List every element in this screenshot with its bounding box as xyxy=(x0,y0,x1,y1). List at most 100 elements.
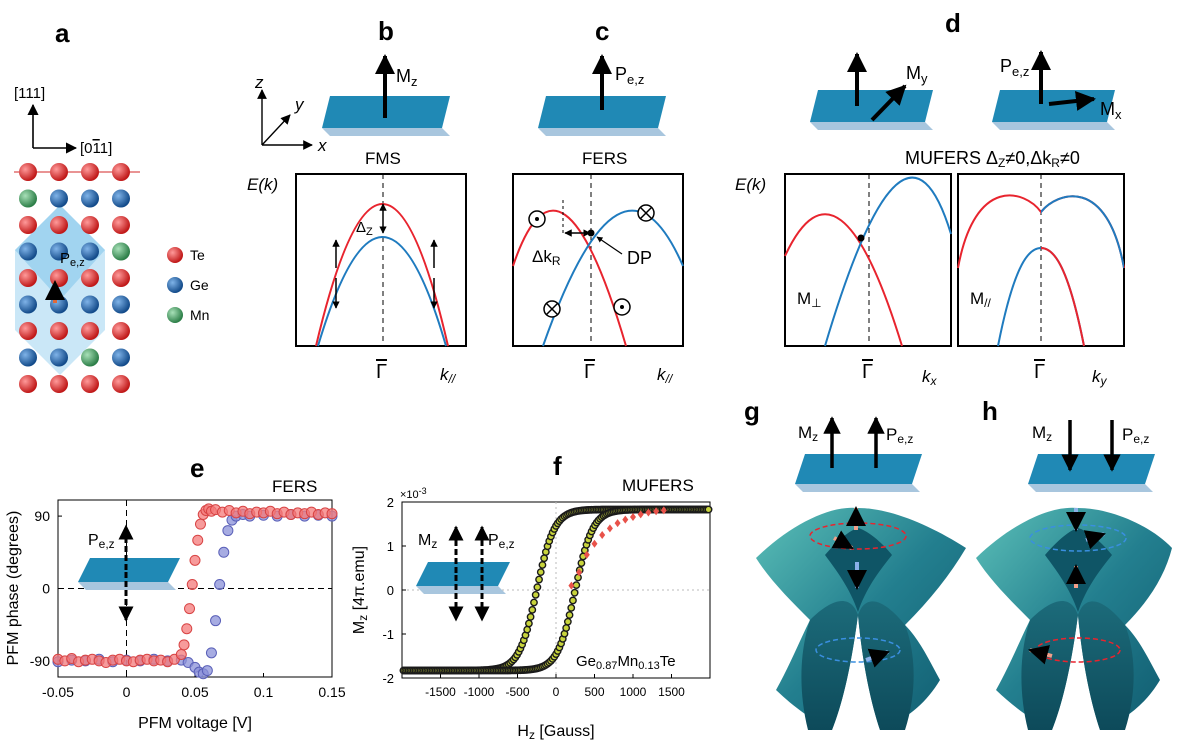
phase-point xyxy=(194,518,206,530)
plate-d-right xyxy=(992,90,1115,130)
mz-label-g: Mz xyxy=(798,423,818,444)
spin-out-of-page-right xyxy=(613,298,631,316)
atom-te xyxy=(112,269,130,287)
exponent-f: ×10-3 xyxy=(400,486,427,501)
x-tick-label: 0.05 xyxy=(181,684,208,700)
hysteresis-point xyxy=(526,613,535,621)
atom-ge xyxy=(19,242,37,261)
gamma-label-b: Γ xyxy=(376,361,387,383)
atom-te xyxy=(50,322,68,340)
band-plot-frame-b xyxy=(295,173,467,347)
spin-arrow-h-lower xyxy=(1028,645,1053,665)
phase-point xyxy=(181,623,193,635)
phase-point xyxy=(178,639,190,651)
atom-te xyxy=(19,375,37,393)
atom-ge xyxy=(50,189,68,208)
atom-ge xyxy=(112,348,130,367)
coordinate-axes: z y x xyxy=(254,73,327,155)
atom-te xyxy=(81,375,99,393)
atom-ge xyxy=(81,295,99,314)
dp-pointer xyxy=(596,236,623,255)
pez-label-g: Pe,z xyxy=(886,425,913,446)
x-tick-label: 0 xyxy=(123,684,131,700)
atom-mn xyxy=(19,189,37,208)
band-red-d-left xyxy=(784,213,903,347)
m-label-f: Mz xyxy=(418,532,437,551)
hysteresis-point xyxy=(565,611,574,619)
legend-te-ball xyxy=(167,247,183,263)
atom-te xyxy=(19,163,37,181)
spin-arrow-h-right xyxy=(1083,530,1106,550)
virgin-point xyxy=(591,539,598,548)
plate-g xyxy=(795,454,922,492)
hysteresis-point xyxy=(570,588,579,597)
hysteresis-point xyxy=(524,619,533,628)
title-f: MUFERS xyxy=(622,476,694,495)
spin-out-of-page-left xyxy=(528,210,546,228)
atom-ge xyxy=(112,295,130,314)
vector-label-c: Pe,z xyxy=(615,64,644,87)
legend-mn-label: Mn xyxy=(190,307,209,323)
panel-letter-c: c xyxy=(595,16,609,46)
band-plot-frame-c xyxy=(512,173,684,347)
atom-te xyxy=(112,216,130,234)
atom-te xyxy=(81,216,99,234)
panel-letter-f: f xyxy=(553,451,562,481)
hysteresis-point xyxy=(567,604,576,612)
spin-texture-lower-g xyxy=(815,637,901,663)
legend-ge-label: Ge xyxy=(190,277,209,293)
atom-te xyxy=(19,322,37,340)
spin-into-page-left xyxy=(543,300,561,318)
title-b: FMS xyxy=(365,149,401,168)
hysteresis-point xyxy=(562,624,571,632)
x-tick-label: 0 xyxy=(553,685,560,699)
klabel-c: k// xyxy=(657,365,674,386)
x-tick-label: 0.1 xyxy=(254,684,274,700)
z-axis-label: z xyxy=(254,73,264,92)
spin-into-page-right xyxy=(637,204,655,222)
virgin-point xyxy=(630,512,636,521)
virgin-point xyxy=(622,515,629,524)
my-arrow xyxy=(870,84,907,122)
phase-point xyxy=(214,578,226,590)
x-tick-label: -1000 xyxy=(464,685,495,699)
hysteresis-point xyxy=(528,605,537,614)
phase-point xyxy=(205,647,217,659)
atom-ge xyxy=(19,348,37,367)
pez-label-d: Pe,z xyxy=(1000,56,1029,79)
ylabel-f: Mz [4π.emu] xyxy=(351,546,370,634)
atom-mn xyxy=(112,242,130,261)
dirac-point xyxy=(587,229,595,237)
plate-c xyxy=(538,96,666,136)
atom-te xyxy=(112,163,130,181)
y-tick-label: 0 xyxy=(42,581,50,597)
phase-point xyxy=(186,578,198,590)
band-red-d-right-low xyxy=(1040,247,1085,347)
hysteresis-point xyxy=(536,568,545,576)
plate-e xyxy=(78,558,180,590)
panel-letter-e: e xyxy=(190,453,204,483)
virgin-point xyxy=(599,531,606,539)
panel-g: g Mz Pe,z xyxy=(744,396,966,730)
p-label-f: Pe,z xyxy=(488,532,515,551)
band-red-c xyxy=(512,209,627,347)
hysteresis-point xyxy=(533,583,542,592)
panel-h: h Mz Pe,z xyxy=(976,396,1172,730)
y-tick-label: -90 xyxy=(30,653,50,669)
panel-letter-a: a xyxy=(55,18,70,48)
band-plot-frame-d-left xyxy=(784,173,952,347)
band-blue-d-right-top xyxy=(1041,195,1124,269)
panel-c: c Pe,z FERS DP ΔkR Γ k// xyxy=(512,16,684,386)
band-blue-d-left xyxy=(824,176,952,347)
phase-point xyxy=(201,665,213,677)
atom-te xyxy=(81,269,99,287)
gamma-label-d-left: Γ xyxy=(862,361,873,383)
pol-label-e: Pe,z xyxy=(88,532,115,551)
plate-f xyxy=(416,562,510,594)
y-tick-label: -1 xyxy=(382,627,394,642)
phase-point xyxy=(189,554,201,566)
atom-te xyxy=(112,375,130,393)
